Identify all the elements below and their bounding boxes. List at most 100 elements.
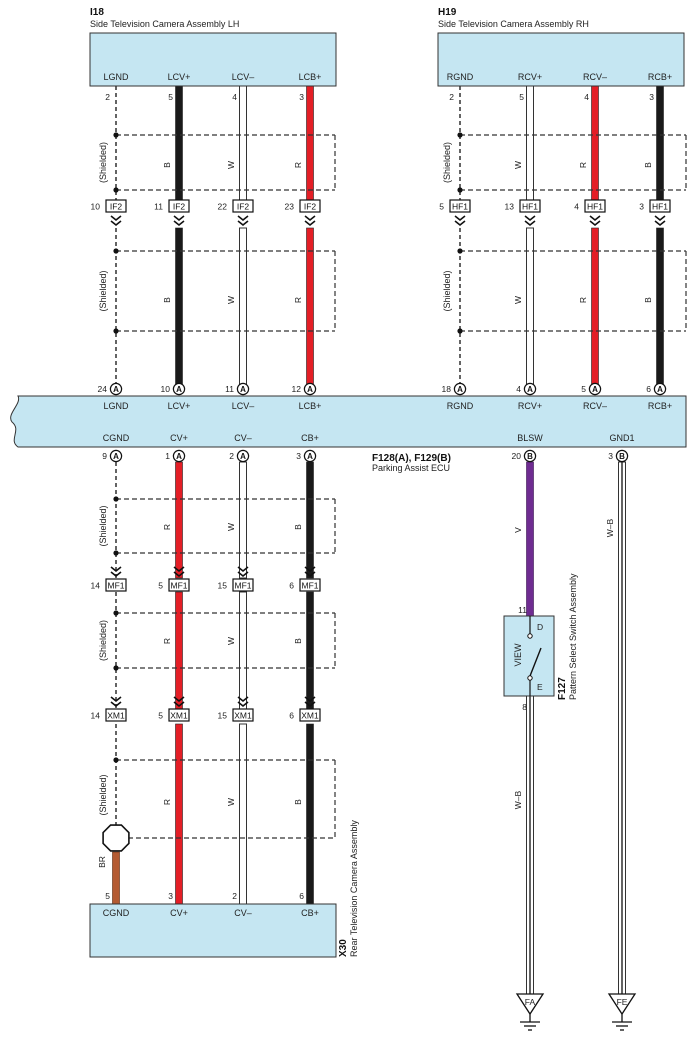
rear-shield-3-label: (Shielded) [98,774,108,815]
lh-shield-1-dot-top [113,132,119,138]
ecu-lh-pin-3: 12 [292,384,302,394]
rear-xm1-1-tag-label: XM1 [170,711,188,721]
ground-label-0: FA [525,997,536,1007]
ecu-rh-pin-0: 18 [442,384,452,394]
ecu-top-conn-0-letter: A [113,385,119,394]
ecu-rh-pin-2: 5 [581,384,586,394]
rh-hf1-1-chevron-a [524,215,536,222]
rh-wire-upper-1 [526,85,534,205]
rear-mf1-2-chevron-b [237,571,249,578]
lh-if2-0-tag-label: IF2 [110,202,123,212]
lh-wire-upper-1 [175,85,183,205]
rh-hf1-2-chevron-b [589,220,601,227]
lh-if2-1-tag [168,199,190,213]
rear-mf1-0-pin: 14 [91,581,101,591]
ecu-bottom-label-0: CGND [103,433,130,443]
rear-mf1-3-tag-label: MF1 [302,581,319,591]
rh-shield-2-label: (Shielded) [442,270,452,311]
ecu-bottom-label-2: CV– [234,433,252,443]
rh-hf1-0-chevron-b [454,220,466,227]
ground-label-1: FE [617,997,628,1007]
lh-terminal-1: LCV+ [168,72,191,82]
rear-wire-color-b-2: B [293,638,303,644]
switch-id: F127 [557,677,568,700]
rear-mf1-3-chevron-a [304,566,316,573]
rh-hf1-0-chevron-a [454,215,466,222]
ecu-bottom-pin-0: 9 [102,451,107,461]
rh-hf1-3-chevron-b [654,220,666,227]
rh-hf1-2-chevron-a [589,215,601,222]
lh-if2-0-pin: 10 [91,202,101,212]
drain-octagon [102,824,130,852]
ecu-bottom-label-4: BLSW [517,433,543,443]
drain-wire-color: BR [97,856,107,868]
rh-pin-2: 4 [584,92,589,102]
ecu-bottom-pin-5: 3 [608,451,613,461]
rear-mf1-3-tag [299,578,321,592]
rear-xm1-3-pin: 6 [289,711,294,721]
ecu-bottom-conn-0-letter: A [113,452,119,461]
rear-shield-2-dot-top [113,610,119,616]
rh-hf1-0-tag-label: HF1 [452,202,468,212]
ecu-id: F128(A), F129(B) [372,453,451,464]
ecu-top-conn-3-letter: A [307,385,313,394]
rh-wire-color-b-1: R [578,297,588,303]
lh-if2-1-pin: 11 [154,202,163,212]
rear-camera-name: Rear Television Camera Assembly [349,820,359,957]
ecu-bottom-conn-5-letter: B [619,452,625,461]
ecu-lh-pin-2: 11 [225,384,234,394]
rear-xm1-3-tag [299,708,321,722]
gnd1-wire-color: W–B [605,518,615,537]
rear-wire-3-1 [175,723,183,905]
ecu-top-conn-6 [588,382,602,396]
ecu-top-label-2: LCV– [232,401,255,411]
rear-xm1-0-tag-label: XM1 [107,711,125,721]
ecu-top-conn-7 [653,382,667,396]
rear-mf1-1-tag [168,578,190,592]
lh-if2-2-chevron-b [237,220,249,227]
rear-terminal-1: CV+ [170,908,188,918]
lh-terminal-3: LCB+ [299,72,322,82]
rear-xm1-1-chevron-b [173,701,185,708]
rear-xm1-0-pin: 14 [91,711,101,721]
lh-pin-0: 2 [105,92,110,102]
rh-camera-id: H19 [438,7,457,18]
rh-hf1-1-tag-label: HF1 [522,202,538,212]
lh-wire-color-a-1: W [226,161,236,169]
lh-if2-3-chevron-b [304,220,316,227]
rear-xm1-2-chevron-b [237,701,249,708]
rh-shield-1-dot-top [457,132,463,138]
rear-wire-1-1 [175,461,183,579]
lh-shield-2-label: (Shielded) [98,270,108,311]
rh-hf1-2-tag [584,199,606,213]
lh-if2-1-tag-label: IF2 [173,202,186,212]
switch-contact-bottom [527,675,533,681]
ecu-top-conn-0 [109,382,123,396]
rear-xm1-3-chevron-b [304,701,316,708]
switch-name: Pattern Select Switch Assembly [568,573,578,700]
lh-camera-box [89,32,337,87]
lh-pin-2: 4 [232,92,237,102]
ecu-top-conn-2-letter: A [240,385,246,394]
ground-triangle-0 [515,993,545,1016]
switch-wire-out-color: W–B [513,790,523,809]
rear-wire-color-b-0: R [162,638,172,644]
rear-shield-3-dot [113,757,119,763]
rh-wire-upper-3 [656,85,664,205]
rear-camera-id: X30 [338,939,349,957]
rh-terminal-1: RCV+ [518,72,542,82]
rh-terminal-0: RGND [447,72,474,82]
rear-xm1-1-chevron-a [173,696,185,703]
rear-xm1-1-pin: 5 [158,711,163,721]
rh-wire-color-a-1: R [578,162,588,168]
rh-hf1-0-pin: 5 [439,202,444,212]
rear-camera-box [89,903,337,958]
rear-shield-1-dot-bottom [113,550,119,556]
ecu-bottom-conn-5 [615,449,629,463]
lh-if2-3-tag [299,199,321,213]
rh-camera-name: Side Television Camera Assembly RH [438,19,589,29]
ecu-top-label-0: LGND [103,401,129,411]
lh-camera-name: Side Television Camera Assembly LH [90,19,239,29]
lh-wire-color-b-0: B [162,297,172,303]
rear-xm1-1-tag [168,708,190,722]
